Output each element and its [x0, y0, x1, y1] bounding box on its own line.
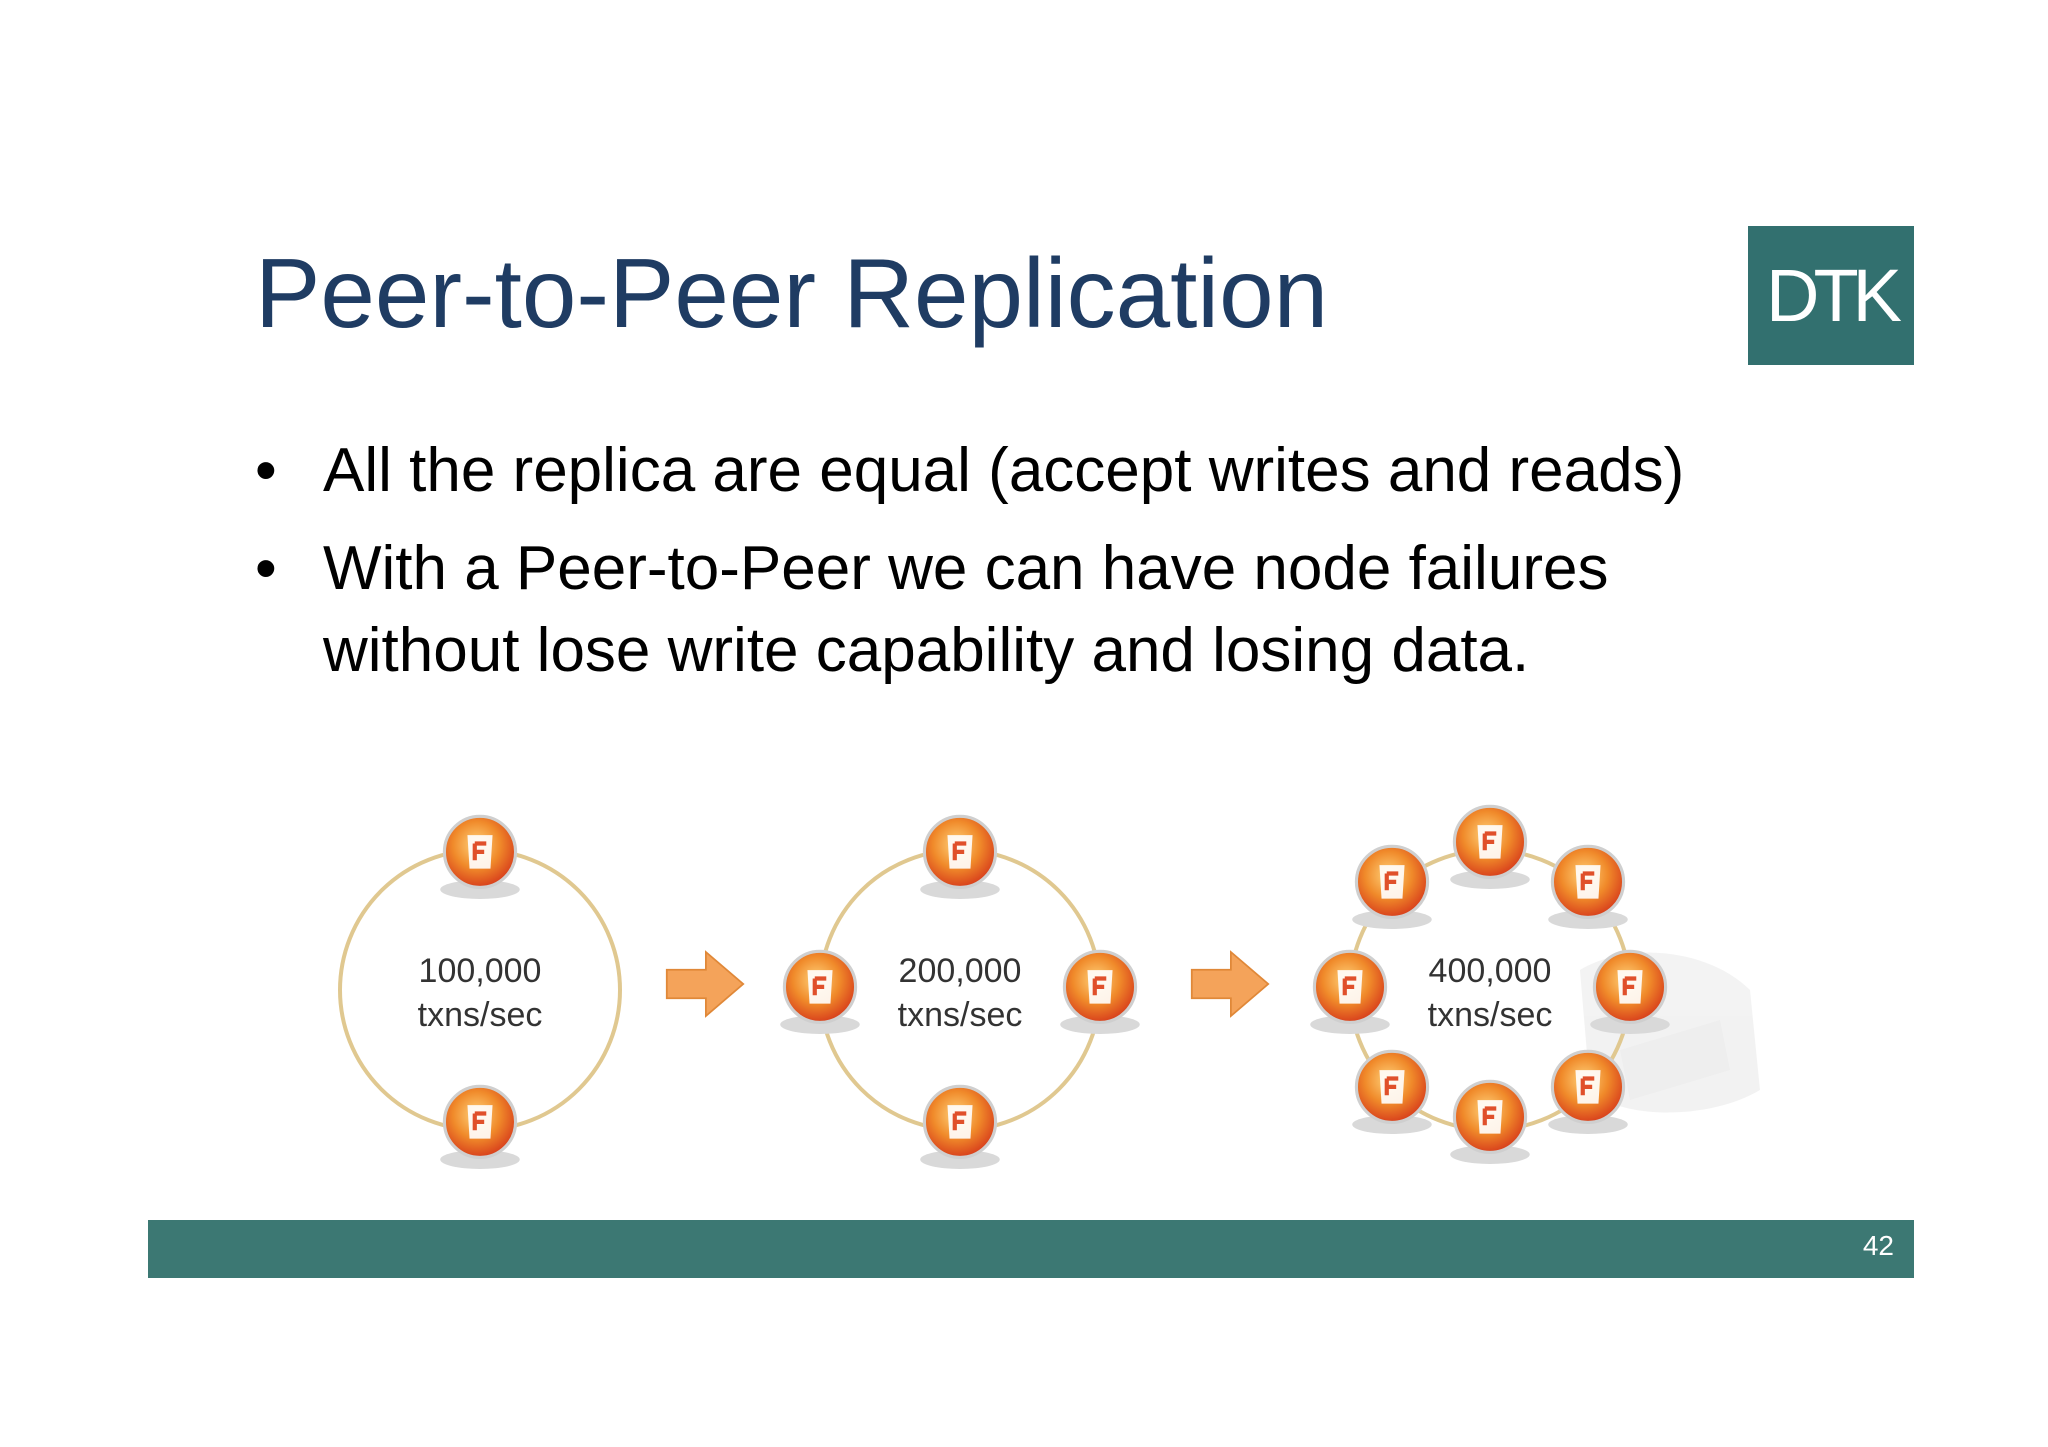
- database-server-icon: [1060, 951, 1140, 1034]
- ring-group-2: 200,000 txns/sec: [780, 816, 1140, 1169]
- arrow-right-icon: [665, 951, 745, 1017]
- ring-group-3: 400,000 txns/sec: [1310, 806, 1670, 1164]
- replication-diagram: 100,000 txns/sec 200,000 txns/sec: [338, 790, 1760, 1210]
- throughput-value: 200,000: [899, 952, 1022, 990]
- bullet-dot: •: [255, 436, 277, 505]
- throughput-unit: txns/sec: [898, 996, 1023, 1034]
- throughput-unit: txns/sec: [1428, 996, 1553, 1034]
- throughput-unit: txns/sec: [418, 996, 543, 1034]
- database-server-icon: [1310, 951, 1390, 1034]
- database-server-icon: [1352, 1051, 1432, 1134]
- bullet-list: • All the replica are equal (accept writ…: [255, 430, 1815, 708]
- arrow-right-icon: [1190, 951, 1270, 1017]
- database-server-icon: [780, 951, 860, 1034]
- footer-bar: 42: [148, 1220, 1914, 1278]
- database-server-icon: [440, 1086, 520, 1169]
- database-server-icon: [1548, 846, 1628, 929]
- bullet-item: • With a Peer-to-Peer we can have node f…: [255, 528, 1815, 692]
- database-server-icon: [1548, 1051, 1628, 1134]
- database-server-icon: [1590, 951, 1670, 1034]
- bullet-item: • All the replica are equal (accept writ…: [255, 430, 1815, 512]
- bullet-dot: •: [255, 534, 277, 603]
- logo-text: DTK: [1766, 254, 1902, 337]
- database-server-icon: [920, 816, 1000, 899]
- bullet-text: All the replica are equal (accept writes…: [323, 436, 1685, 505]
- slide-title: Peer-to-Peer Replication: [255, 238, 1329, 348]
- ring-group-1: 100,000 txns/sec: [338, 816, 622, 1169]
- page-number: 42: [1862, 1230, 1894, 1261]
- throughput-value: 100,000: [419, 952, 542, 990]
- database-server-icon: [920, 1086, 1000, 1169]
- throughput-value: 400,000: [1429, 952, 1552, 990]
- bullet-text: With a Peer-to-Peer we can have node fai…: [323, 534, 1609, 685]
- database-server-icon: [1352, 846, 1432, 929]
- dtk-logo: DTK: [1748, 226, 1914, 365]
- database-server-icon: [1450, 1081, 1530, 1164]
- database-server-icon: [1450, 806, 1530, 889]
- database-server-icon: [440, 816, 520, 899]
